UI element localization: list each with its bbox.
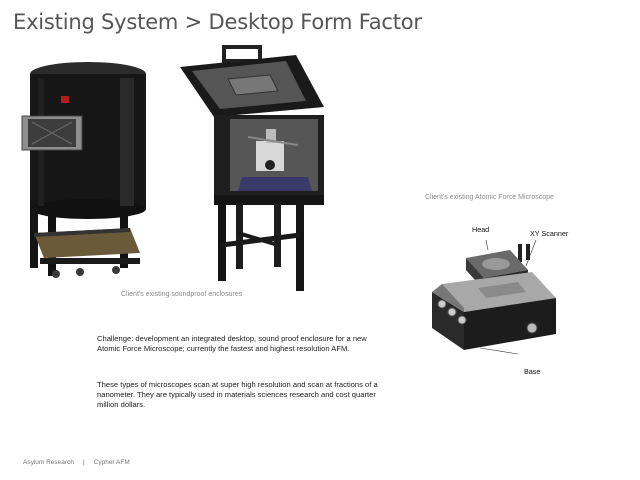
- base-callout: Base: [524, 367, 541, 376]
- cylindrical-enclosure-photo: [21, 62, 146, 278]
- afm-caption: Client's existing Atomic Force Microscop…: [425, 194, 554, 201]
- enclosures-caption: Client's existing soundproof enclosures: [121, 291, 243, 298]
- footer: Asylum Research | Cypher AFM: [23, 459, 130, 466]
- footer-separator: |: [82, 459, 85, 466]
- footer-company: Asylum Research: [23, 459, 74, 466]
- challenge-paragraph: Challenge: development an integrated des…: [97, 334, 367, 353]
- microscopes-paragraph: These types of microscopes scan at super…: [97, 380, 378, 409]
- desktop-enclosure-photo: [180, 45, 324, 291]
- page-title: Existing System > Desktop Form Factor: [13, 10, 422, 34]
- head-callout: Head: [472, 225, 490, 234]
- footer-product: Cypher AFM: [93, 459, 130, 466]
- afm-microscope-photo: [432, 239, 556, 355]
- xy-scanner-callout: XY Scanner: [530, 229, 569, 238]
